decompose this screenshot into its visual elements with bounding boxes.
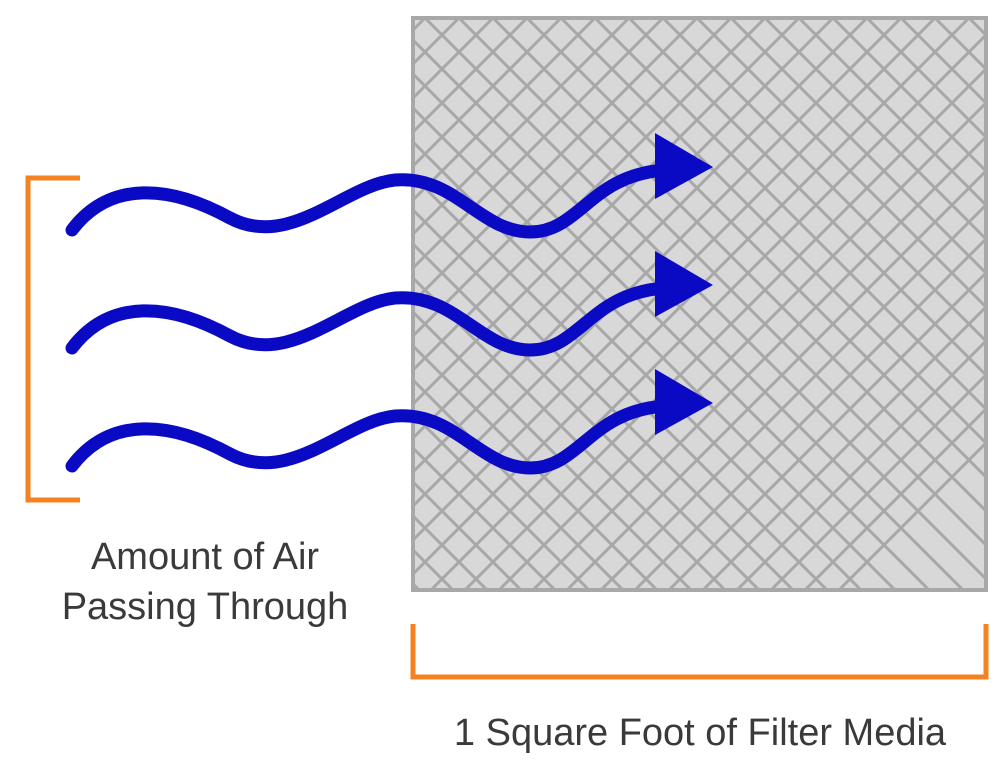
wavy-arrow-icon [65,251,713,357]
air-amount-bracket [25,175,80,503]
air-amount-label-line2: Passing Through [61,586,349,628]
airflow-arrows [65,133,713,475]
filter-media-label: 1 Square Foot of Filter Media [453,712,947,754]
air-amount-label-line1: Amount of Air [90,536,320,578]
filter-media-icon [411,16,988,592]
wavy-arrow-icon [65,133,713,239]
air-amount-label: Amount of Air Passing Through [20,532,390,632]
wavy-arrow-icon [65,369,713,475]
filter-width-bracket [410,624,989,680]
